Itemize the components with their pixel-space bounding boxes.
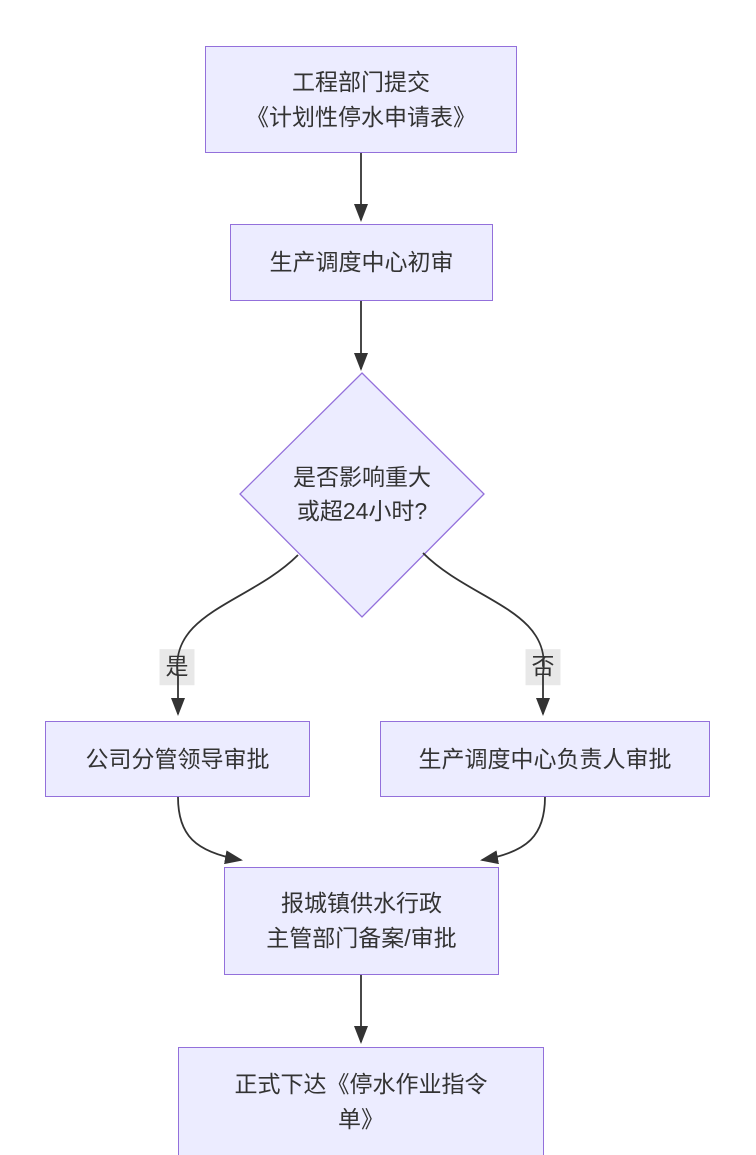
edge-center-head-approval-to-gov-filing (480, 796, 546, 865)
node-issue-order: 正式下达《停水作业指令 单》 (178, 1047, 544, 1155)
node-leader-approval: 公司分管领导审批 (45, 721, 310, 797)
node-decision-label: 是否影响重大 或超24小时? (293, 464, 431, 524)
edge-decision-to-center-head-approval (422, 552, 550, 716)
node-gov-filing: 报城镇供水行政 主管部门备案/审批 (224, 867, 499, 975)
decision-diamond-shape (239, 372, 485, 618)
node-submit-application: 工程部门提交 《计划性停水申请表》 (205, 46, 517, 153)
edge-decision-to-leader-approval (171, 554, 299, 716)
node-initial-review: 生产调度中心初审 (230, 224, 493, 301)
node-center-head-approval: 生产调度中心负责人审批 (380, 721, 710, 797)
edge-leader-approval-to-gov-filing (177, 796, 243, 865)
